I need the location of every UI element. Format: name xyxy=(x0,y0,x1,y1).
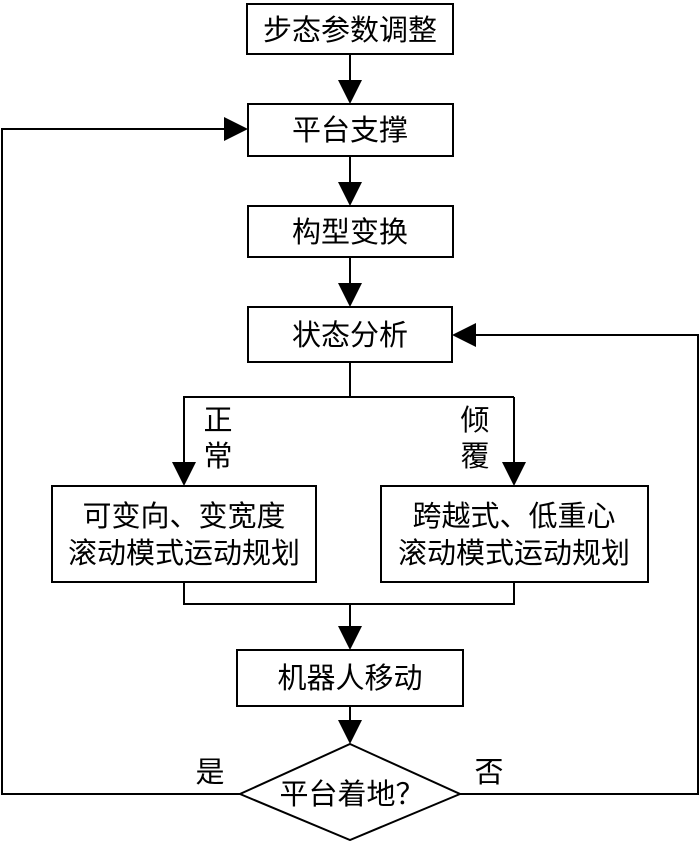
node-config-transform: 构型变换 xyxy=(247,205,454,258)
node-normal-planning-line2: 滚动模式运动规划 xyxy=(68,536,300,570)
node-landing-check-label: 平台着地？ xyxy=(279,777,424,811)
edge-label-no: 否 xyxy=(474,755,503,789)
node-landing-check: 平台着地？ xyxy=(237,742,463,841)
edge-label-tipover-2: 覆 xyxy=(460,439,489,473)
edge-no-loop xyxy=(460,334,699,795)
arrow-head-down xyxy=(338,720,362,744)
arrow-head-down xyxy=(338,182,362,206)
arrow-head-down xyxy=(338,283,362,307)
edge-label-yes: 是 xyxy=(195,755,224,789)
edge-planning-merge xyxy=(183,582,515,605)
node-tipover-planning-line1: 跨越式、低重心 xyxy=(412,499,615,533)
edge-label-normal-2: 常 xyxy=(203,439,232,473)
node-state-analysis: 状态分析 xyxy=(247,306,453,363)
node-robot-move: 机器人移动 xyxy=(236,649,464,707)
arrow-head-down xyxy=(338,80,362,104)
node-tipover-planning: 跨越式、低重心 滚动模式运动规划 xyxy=(380,485,649,583)
edge-label-normal-1: 正 xyxy=(203,403,232,437)
connectors xyxy=(1,54,699,795)
node-gait-adjust-label: 步态参数调整 xyxy=(263,13,437,47)
node-gait-adjust: 步态参数调整 xyxy=(246,3,454,55)
node-normal-planning-line1: 可变向、变宽度 xyxy=(82,499,285,533)
arrow-head-left xyxy=(452,323,476,347)
node-robot-move-label: 机器人移动 xyxy=(277,661,422,695)
arrow-head-down xyxy=(502,462,526,486)
node-state-analysis-label: 状态分析 xyxy=(292,318,408,352)
arrow-head-right xyxy=(224,117,248,141)
arrow-heads xyxy=(172,80,526,744)
node-platform-support-label: 平台支撑 xyxy=(292,113,408,147)
edge-state-split xyxy=(183,362,351,470)
node-platform-support: 平台支撑 xyxy=(247,103,454,157)
edge-label-tipover-1: 倾 xyxy=(460,403,489,437)
node-config-transform-label: 构型变换 xyxy=(292,215,408,249)
node-normal-planning: 可变向、变宽度 滚动模式运动规划 xyxy=(51,485,317,583)
edge-labels: 正 常 倾 覆 是 否 xyxy=(195,403,503,789)
arrow-head-down xyxy=(172,462,196,486)
arrow-head-down xyxy=(338,626,362,650)
node-tipover-planning-line2: 滚动模式运动规划 xyxy=(398,536,630,570)
edge-yes-loop xyxy=(1,128,240,795)
